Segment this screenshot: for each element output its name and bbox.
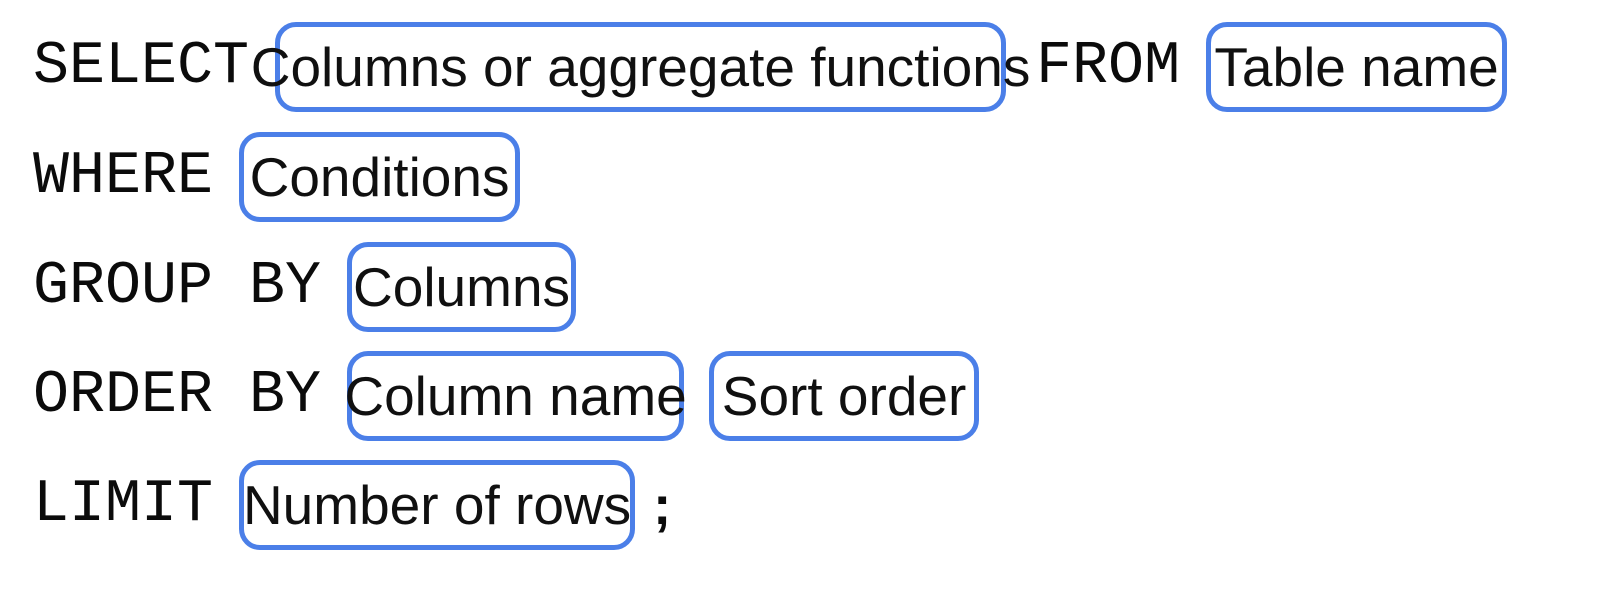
clause-row-select: SELECT Columns or aggregate functions FR… <box>0 12 1508 122</box>
keyword-from: FROM <box>1036 33 1181 101</box>
keyword-where: WHERE <box>33 143 214 211</box>
slot-number-of-rows[interactable]: Number of rows <box>239 460 636 550</box>
slot-group-by-columns[interactable]: Columns <box>347 242 577 332</box>
slot-order-by-column-name[interactable]: Column name <box>344 351 687 441</box>
keyword-select: SELECT <box>33 33 250 101</box>
slot-conditions[interactable]: Conditions <box>239 132 521 222</box>
keyword-limit: LIMIT <box>33 471 214 539</box>
statement-terminator: ; <box>653 473 672 536</box>
clause-row-limit: LIMIT Number of rows ; <box>0 450 671 560</box>
clause-row-where: WHERE Conditions <box>0 122 521 232</box>
clause-row-order-by: ORDER BY Column name Sort order <box>0 341 980 451</box>
slot-sort-order[interactable]: Sort order <box>709 351 980 441</box>
slot-select-columns[interactable]: Columns or aggregate functions <box>251 22 1030 112</box>
keyword-group-by: GROUP BY <box>33 253 322 321</box>
clause-row-group-by: GROUP BY Columns <box>0 232 577 342</box>
keyword-order-by: ORDER BY <box>33 362 322 430</box>
slot-table-name[interactable]: Table name <box>1206 22 1508 112</box>
